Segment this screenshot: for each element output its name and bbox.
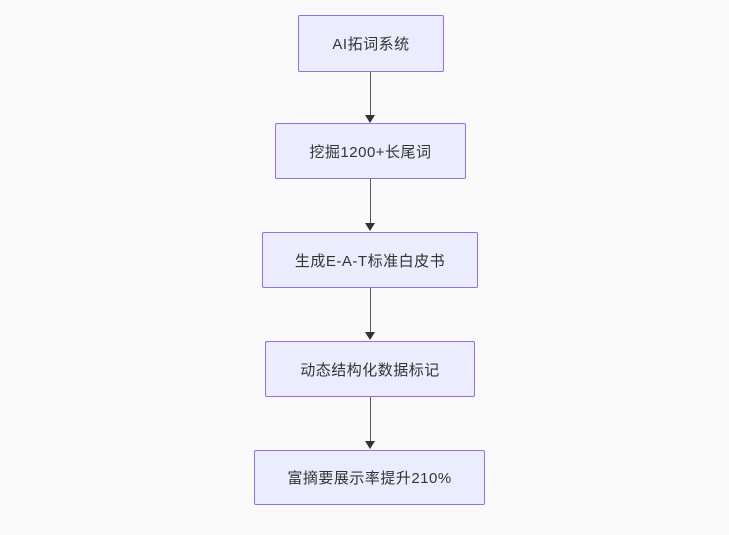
- flow-arrow-down-2: [365, 179, 375, 231]
- flow-node-label: 生成E-A-T标准白皮书: [294, 252, 446, 270]
- flow-node-longtail-mining: 挖掘1200+长尾词: [275, 123, 466, 179]
- flow-node-label: AI拓词系统: [332, 36, 410, 53]
- flow-node-rich-snippet-result: 富摘要展示率提升210%: [254, 450, 485, 505]
- flow-arrow-down-3: [365, 288, 375, 340]
- flow-node-structured-data: 动态结构化数据标记: [265, 341, 475, 397]
- flow-node-ai-word-system: AI拓词系统: [298, 15, 444, 72]
- flow-node-label: 挖掘1200+长尾词: [309, 143, 432, 161]
- flow-node-eat-whitepaper: 生成E-A-T标准白皮书: [262, 232, 478, 288]
- flow-arrow-down-1: [365, 72, 375, 123]
- flow-node-label: 动态结构化数据标记: [300, 361, 440, 379]
- flow-node-label: 富摘要展示率提升210%: [287, 470, 452, 487]
- flow-arrow-down-4: [365, 397, 375, 449]
